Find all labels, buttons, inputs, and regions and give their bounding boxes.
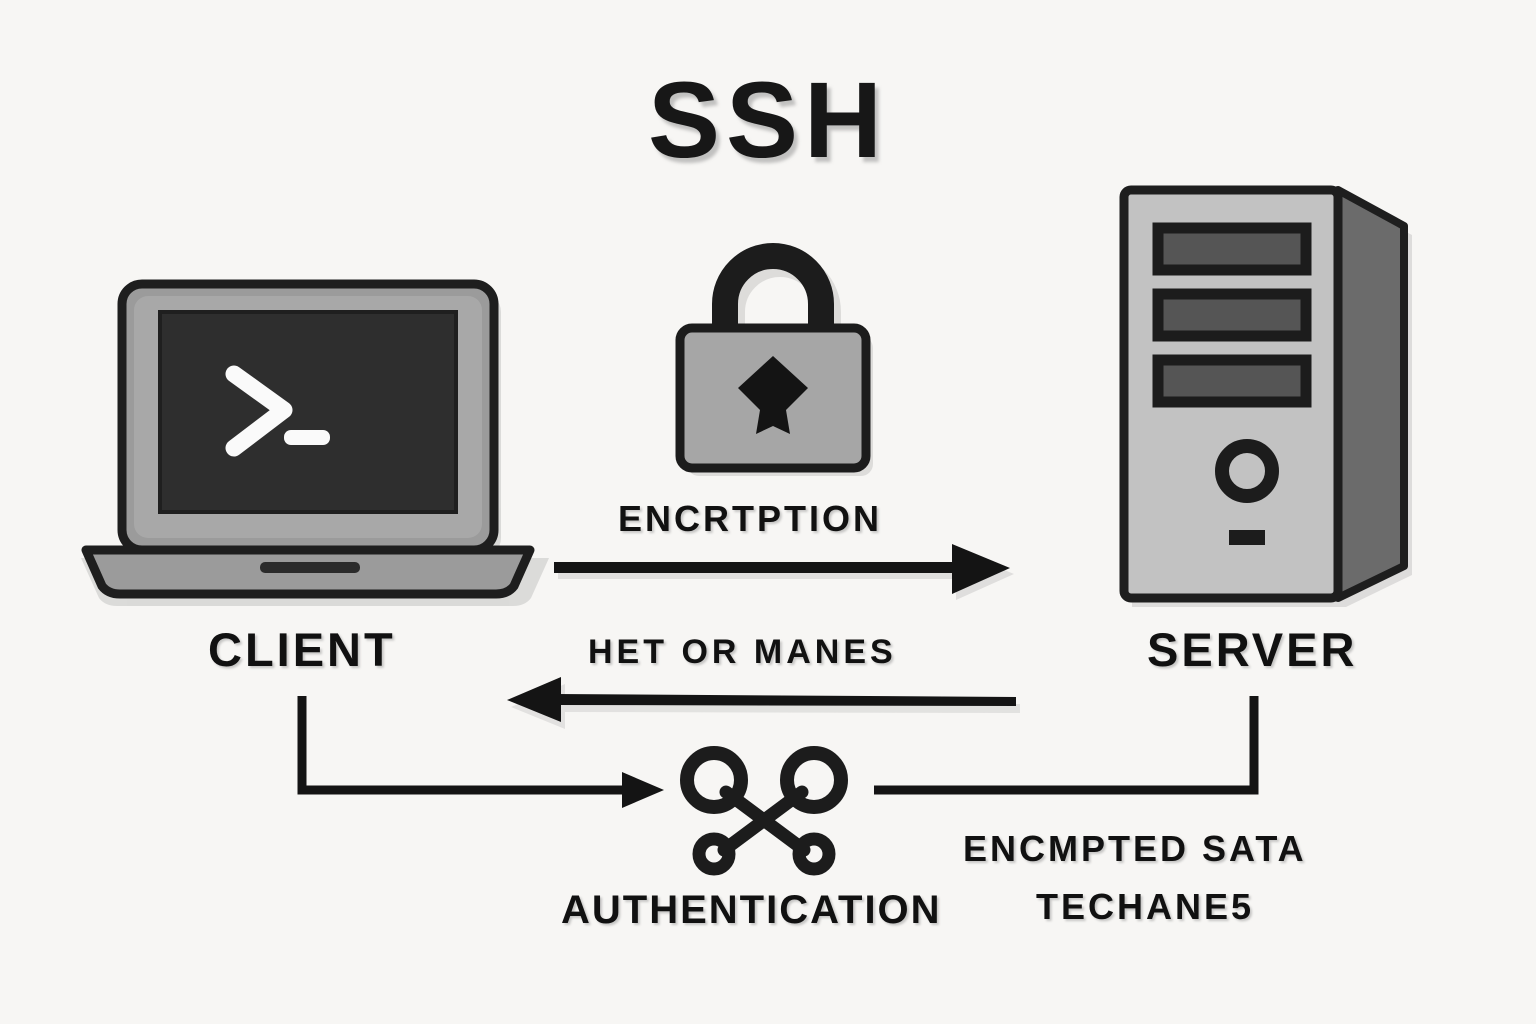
encryption-arrow	[550, 540, 1020, 600]
padlock-icon	[668, 236, 878, 476]
integrity-arrow	[495, 672, 1020, 729]
authentication-connector	[296, 690, 666, 810]
page-title: SSH	[647, 59, 889, 180]
encrypted-data-connector	[868, 690, 1260, 810]
crossed-keys-icon	[676, 746, 852, 876]
server-label: SERVER	[1147, 623, 1358, 676]
encrypted-data-label-line2: TECHANE5	[1036, 886, 1255, 927]
encryption-label: ENCRTPTION	[618, 498, 882, 539]
encrypted-data-label: ENCMPTED SATA	[963, 828, 1307, 869]
client-label: CLIENT	[208, 623, 396, 676]
authentication-label: AUTHENTICATION	[561, 888, 942, 932]
laptop-terminal-icon	[78, 278, 549, 606]
server-tower-icon	[1108, 168, 1418, 608]
integrity-label: HET OR MANES	[588, 633, 897, 671]
